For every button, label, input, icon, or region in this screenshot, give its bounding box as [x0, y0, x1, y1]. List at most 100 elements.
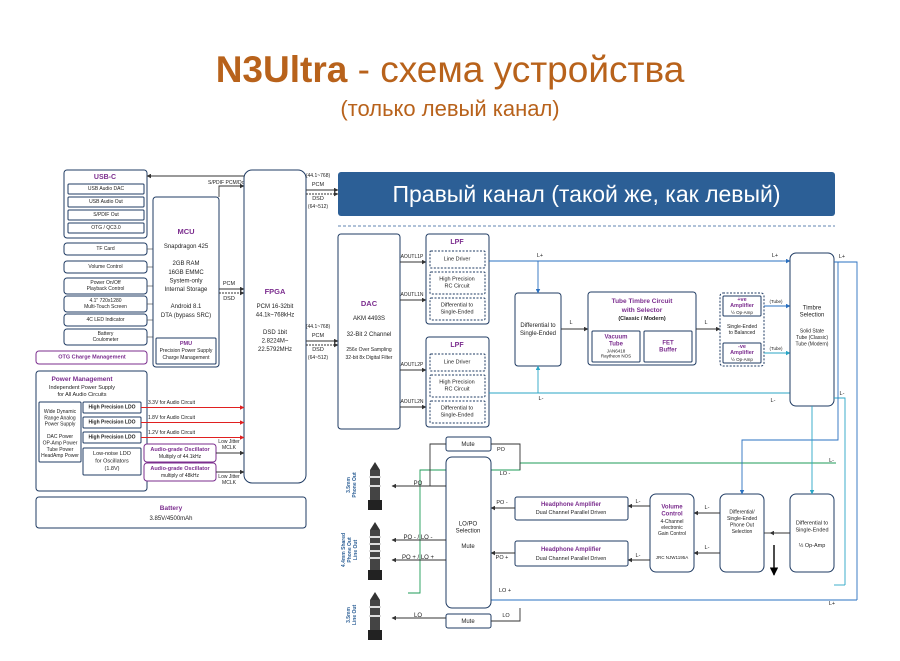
jack-3-5-phone-tip — [370, 462, 380, 470]
oscillator-44-sub: Multiply of 44.1kHz — [159, 454, 202, 460]
tube-title: Tube Timbre Circuit — [612, 298, 674, 305]
oscillator-48-sub: multiply of 48kHz — [161, 473, 200, 479]
peripheral-label: Volume Control — [88, 264, 122, 270]
jack-4-4-ring — [369, 543, 381, 545]
lpf-lower-title: LPF — [450, 342, 464, 349]
jack-3-5-line-ring — [369, 615, 381, 617]
jack-3-5-phone-body — [368, 500, 382, 510]
ldo-output-label: 1.8V for Audio Circuit — [148, 415, 196, 421]
power-supply-line: Wide Dynamic — [44, 409, 77, 415]
pmu-box — [155, 337, 217, 365]
timbre-l-plus-out — [834, 261, 858, 600]
headphone-amp-2 — [514, 540, 629, 567]
l-plus-tag-right: L+ — [772, 253, 778, 259]
usb-c-item — [67, 196, 145, 208]
jack-3-5-phone-ring — [369, 485, 381, 487]
jack-3-5-line-ring — [369, 606, 381, 608]
osc-ldo-box — [82, 447, 142, 476]
brand-name: N3Ultra — [215, 49, 348, 90]
lpf-upper-title: LPF — [450, 239, 464, 246]
tube-tag-pos: (Tube) — [769, 299, 783, 304]
fpga-title: FPGA — [265, 287, 286, 296]
battery-block — [35, 496, 307, 529]
battery-title: Battery — [160, 505, 183, 512]
fpga-spec-line: 44.1k~768kHz — [256, 312, 295, 318]
mute-bottom-label: Mute — [461, 619, 475, 625]
l-plus-tag: L+ — [537, 253, 543, 259]
peripheral-label: 4C LED Indicator — [86, 317, 124, 323]
oscillator-44-title: Audio-grade Oscillator — [150, 447, 210, 453]
oscillator-48-title: Audio-grade Oscillator — [150, 466, 210, 472]
hp2-title: Headphone Amplifier — [541, 547, 602, 553]
hp1-sub: Dual Channel Parallel Driven — [536, 510, 607, 516]
mcu-spec-line: DTA (bypass SRC) — [161, 312, 211, 318]
lopo-selection-block — [445, 456, 492, 609]
l-minus-tag-right: L- — [771, 398, 776, 404]
tube-subtitle: (Classic / Modern) — [618, 316, 666, 322]
usb-c-item — [67, 183, 145, 195]
mcu-spec-line: 2GB RAM — [172, 261, 199, 267]
tube-tag-neg: (Tube) — [769, 346, 783, 351]
fpga-out-rate: (44.1~768) — [306, 173, 331, 179]
lo-plus-tag: LO + — [499, 588, 511, 594]
mcu-spec-line: Snapdragon 425 — [164, 244, 209, 250]
timbre-l-minus-out — [834, 397, 846, 585]
po-lo-minus-label: PO - / LO - — [403, 535, 432, 541]
fpga-out-dsdrate: (64~512) — [308, 204, 328, 210]
mcu-spec-line: 16GB EMMC — [168, 269, 204, 275]
power-supply-line: Range Analog — [44, 416, 76, 422]
pos-amp-box — [722, 295, 762, 317]
ldo-label: High Precision LDO — [89, 420, 136, 426]
mcu-title: MCU — [177, 227, 194, 236]
l-plus-to-phone-sel — [739, 262, 839, 495]
jack-4-4-ring — [369, 536, 381, 538]
otg-charge-label: OTG Charge Management — [58, 355, 126, 361]
lo-minus-tag: LO - — [500, 471, 511, 477]
jack-3-5-phone-ring — [369, 476, 381, 478]
timbre-l-minus-tag: L- — [840, 391, 845, 397]
dac-out-label: AOUTL2P — [401, 362, 424, 368]
spdif-label: S/PDIF PCM/DoP — [208, 180, 248, 186]
neg-amp-box — [722, 342, 762, 364]
lpf-lower-item: Line Driver — [444, 360, 471, 366]
usb-c-item-label: S/PDIF Out — [93, 212, 119, 218]
dac-out-label: AOUTL1N — [400, 292, 423, 298]
jack-3-5-line-tip — [370, 592, 380, 600]
mcu-pcm-label: PCM — [223, 281, 236, 287]
po-out-label: PO — [414, 481, 423, 487]
osc-ldo-line: Low-noise LDO — [93, 451, 132, 457]
timbre-l-plus-tag: L+ — [839, 254, 845, 260]
battery-spec: 3.85V/4500mAh — [149, 516, 192, 522]
lpf-upper-item: Line Driver — [444, 257, 471, 263]
fpga-dac-rate: (44.1~768) — [306, 324, 331, 330]
dac-title: DAC — [361, 299, 378, 308]
jack-4-4-body — [368, 570, 382, 580]
jack-4-4-ring — [369, 550, 381, 552]
fpga-out-pcm: PCM — [312, 182, 325, 188]
hp2-sub: Dual Channel Parallel Driven — [536, 556, 607, 562]
pmu-title: PMU — [180, 341, 192, 347]
power-subtitle: for All Audio Circuits — [58, 392, 107, 398]
po-minus-tag: PO - — [496, 500, 507, 506]
lo-tag-right: LO — [502, 613, 510, 619]
fpga-out-dsd: DSD — [312, 196, 324, 202]
otg-charge-box — [35, 350, 148, 365]
jack-label-3-5-phone: 3.5mmPhone Out — [346, 472, 358, 498]
page-subtitle: (только левый канал) — [340, 96, 560, 121]
right-channel-banner: Правый канал (такой же, как левый) — [338, 172, 835, 216]
fpga-block — [243, 169, 307, 484]
po-tag-right: PO — [497, 447, 506, 453]
power-supply-line: HeadAmp Power — [41, 453, 79, 459]
power-supply-line: DAC Power — [47, 435, 73, 441]
power-subtitle: Independent Power Supply — [49, 385, 115, 391]
